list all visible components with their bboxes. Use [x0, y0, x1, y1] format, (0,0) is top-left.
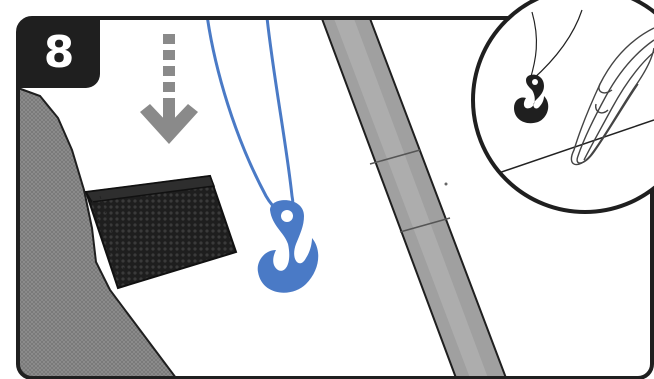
down-arrow-icon	[140, 34, 198, 144]
detail-inset	[471, 0, 654, 214]
panel-border	[16, 16, 654, 379]
trampoline-fabric	[18, 86, 178, 378]
rope-coil-icon	[570, 27, 654, 166]
step-number: 8	[43, 27, 75, 78]
black-hook-icon	[514, 74, 549, 124]
webbing-pouch-icon	[84, 174, 238, 290]
hook-icon	[204, 18, 319, 293]
frame-pole	[316, 18, 508, 378]
step-number-badge: 8	[18, 18, 100, 88]
